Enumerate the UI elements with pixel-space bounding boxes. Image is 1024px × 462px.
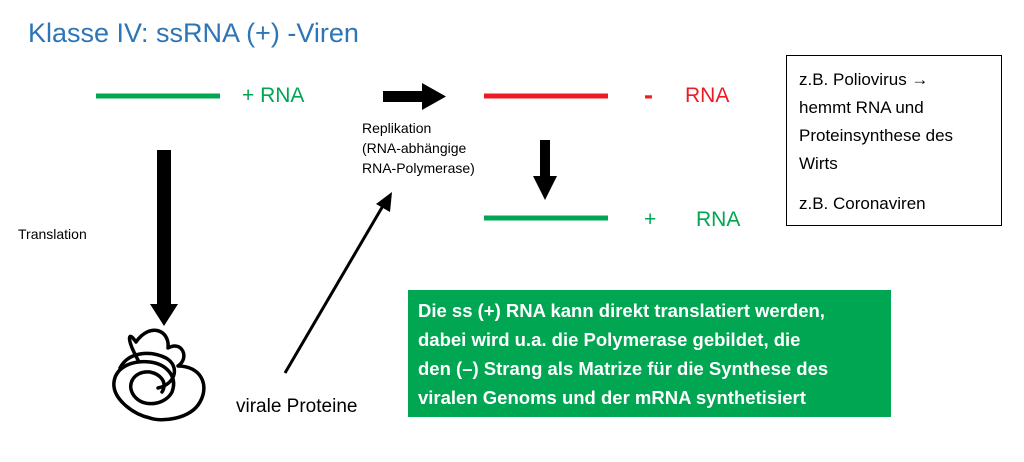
- info-line-1: z.B. Poliovirus →: [799, 70, 929, 89]
- explanation-line-3: den (–) Strang als Matrize für die Synth…: [418, 358, 829, 379]
- protein-to-replication-arrow: [283, 192, 392, 374]
- explanation-line-4: viralen Genoms und der mRNA synthetisier…: [418, 387, 806, 408]
- plus-rna-label-top: + RNA: [242, 84, 305, 107]
- minus-sign-label: -: [644, 80, 653, 110]
- viral-proteins-label: virale Proteine: [236, 396, 358, 417]
- replication-label: Replikation (RNA-abhängige RNA-Polymeras…: [362, 118, 475, 178]
- translation-label: Translation: [18, 226, 87, 242]
- replication-arrow: [383, 83, 446, 110]
- plus-rna-label-bottom: RNA: [696, 208, 741, 231]
- info-line-2: hemmt RNA und: [799, 98, 924, 117]
- replication-line-2: (RNA-abhängige: [362, 140, 467, 156]
- info-box: z.B. Poliovirus → hemmt RNA und Proteins…: [786, 55, 1002, 226]
- explanation-box: Die ss (+) RNA kann direkt translatiert …: [408, 290, 891, 417]
- complement-arrow: [533, 140, 557, 200]
- info-example-coronavirus: z.B. Coronaviren: [799, 194, 926, 213]
- explanation-line-2: dabei wird u.a. die Polymerase gebildet,…: [418, 329, 801, 350]
- minus-rna-label: RNA: [685, 84, 730, 107]
- plus-sign-label-bottom: +: [644, 208, 657, 231]
- info-line-3: Proteinsynthese des: [799, 126, 954, 145]
- page-title: Klasse IV: ssRNA (+) -Viren: [28, 18, 359, 48]
- explanation-line-1: Die ss (+) RNA kann direkt translatiert …: [418, 300, 825, 321]
- replication-line-1: Replikation: [362, 120, 432, 136]
- translation-arrow: [150, 150, 178, 326]
- info-line-4: Wirts: [799, 154, 838, 173]
- replication-line-3: RNA-Polymerase): [362, 160, 475, 176]
- viral-protein-scribble: [112, 328, 206, 422]
